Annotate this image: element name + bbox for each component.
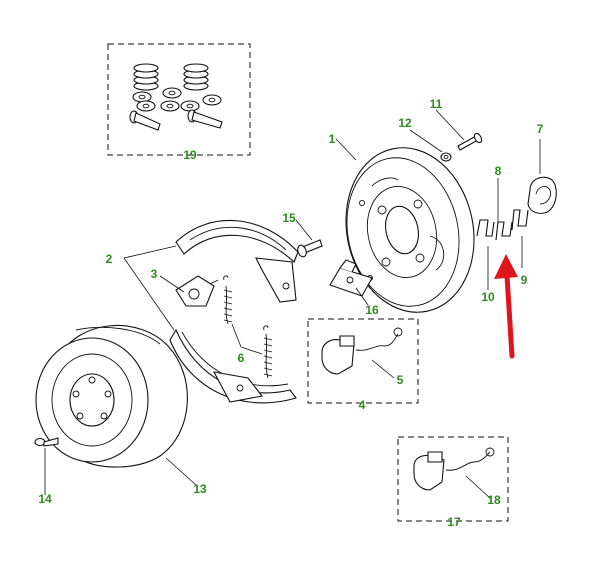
fastener-group [440, 132, 483, 162]
callout-12: 12 [398, 116, 412, 130]
callout-4: 4 [358, 398, 366, 412]
callout-19: 19 [183, 148, 197, 162]
callout-16: 16 [365, 303, 379, 317]
cylinder-kit-17 [397, 436, 509, 522]
callout-9: 9 [520, 273, 528, 287]
return-springs [223, 275, 273, 379]
bolt-15 [297, 239, 323, 258]
brake-drum [35, 324, 188, 468]
callout-17: 17 [447, 515, 461, 529]
callout-14: 14 [38, 492, 52, 506]
callout-2: 2 [105, 252, 113, 266]
kit-17-box [397, 436, 509, 522]
leader-lines [44, 109, 541, 500]
hold-down-kit-group [107, 43, 251, 156]
callout-11: 11 [429, 97, 443, 111]
rubber-cover [527, 176, 557, 214]
kit-4-box [307, 318, 419, 404]
callout-15: 15 [282, 211, 296, 225]
screw-14 [34, 437, 59, 447]
adjuster-16 [329, 259, 373, 297]
red-pointer-arrow [494, 254, 518, 359]
washers [132, 87, 222, 112]
callout-18: 18 [487, 493, 501, 507]
callout-13: 13 [193, 482, 207, 496]
springs [133, 63, 209, 91]
callout-7: 7 [536, 122, 544, 136]
backing-plate [345, 147, 475, 313]
callout-8: 8 [494, 164, 502, 178]
callout-10: 10 [481, 290, 495, 304]
cylinder-kit-4 [307, 318, 419, 404]
wheel-cylinder-3 [175, 275, 219, 307]
adjuster-clips [476, 209, 529, 241]
callout-1: 1 [328, 132, 336, 146]
callout-6: 6 [237, 351, 245, 365]
upper-brake-shoe [175, 219, 299, 303]
hold-down-pins [129, 109, 223, 131]
callout-3: 3 [150, 267, 158, 281]
callout-5: 5 [396, 373, 404, 387]
lower-brake-shoe [169, 328, 297, 404]
kit-19-box [107, 43, 251, 156]
